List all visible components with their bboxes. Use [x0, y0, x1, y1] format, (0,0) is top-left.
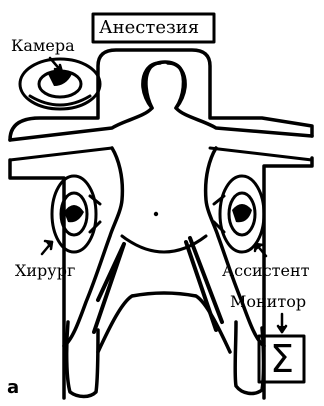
patient-head — [146, 62, 184, 108]
arrow-surgeon — [42, 241, 52, 254]
monitor-label: Монитор — [230, 294, 306, 310]
surgeon-label: Хирург — [15, 263, 75, 279]
leg-holder-left — [94, 244, 124, 332]
patient-navel — [154, 212, 158, 216]
camera-label: Камера — [11, 38, 75, 54]
surgeon — [52, 176, 100, 252]
monitor-sigma-symbol: Σ — [261, 337, 303, 381]
leg-holder-right — [186, 238, 222, 330]
arm-board-left — [10, 148, 112, 160]
panel-label: a — [7, 379, 19, 397]
assistant-label: Ассистент — [222, 263, 310, 279]
arm-board-right — [210, 148, 312, 160]
anesthesia-label: Анестезия — [99, 19, 199, 37]
arrow-monitor — [278, 314, 286, 332]
